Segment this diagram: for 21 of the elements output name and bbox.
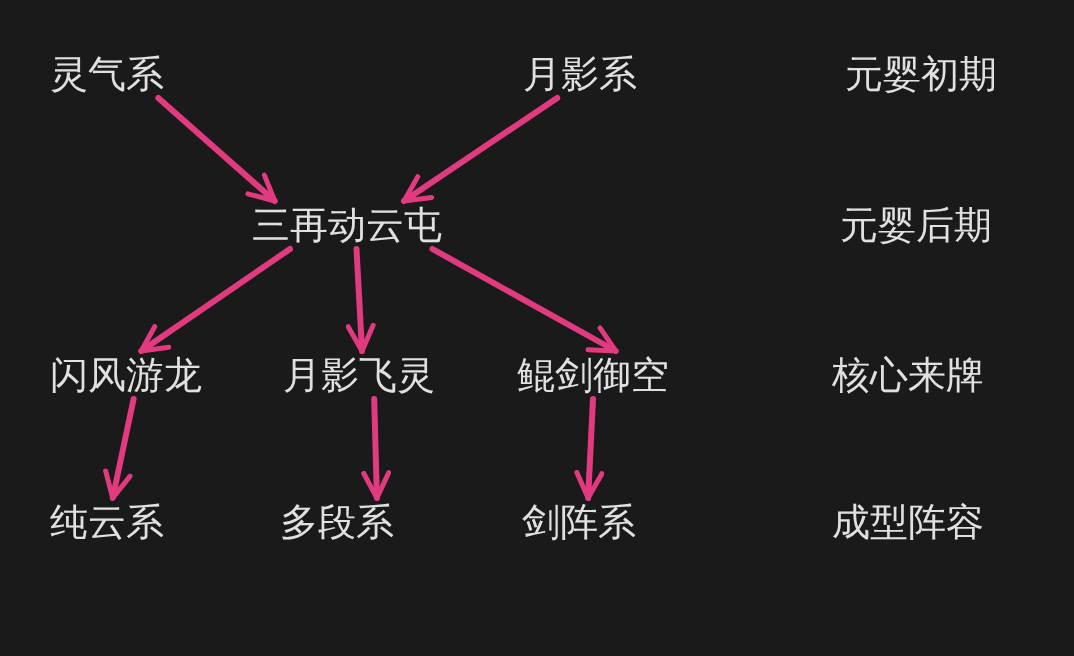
- term-text: 鲲剑御空: [517, 353, 669, 397]
- arrow: [401, 95, 561, 204]
- stage-label: 成型阵容: [832, 500, 984, 544]
- arrow: [345, 246, 376, 354]
- arrow: [361, 396, 392, 501]
- term-text: 闪风游龙: [50, 353, 202, 397]
- term-text: 剑阵系: [522, 500, 636, 544]
- arrow: [429, 246, 619, 354]
- stage-label: 元婴后期: [840, 203, 992, 247]
- term-text: 月影系: [523, 52, 637, 96]
- arrow: [103, 396, 137, 501]
- term-text: 月影飞灵: [283, 353, 435, 397]
- term-text: 三再动云屯: [252, 203, 442, 247]
- term-text: 多段系: [280, 500, 394, 544]
- arrow: [138, 246, 293, 354]
- arrow: [155, 95, 278, 204]
- stage-label: 核心来牌: [832, 353, 984, 397]
- stage-label: 元婴初期: [845, 52, 997, 96]
- arrow: [574, 396, 605, 501]
- term-text: 灵气系: [50, 52, 164, 96]
- term-text: 纯云系: [50, 500, 164, 544]
